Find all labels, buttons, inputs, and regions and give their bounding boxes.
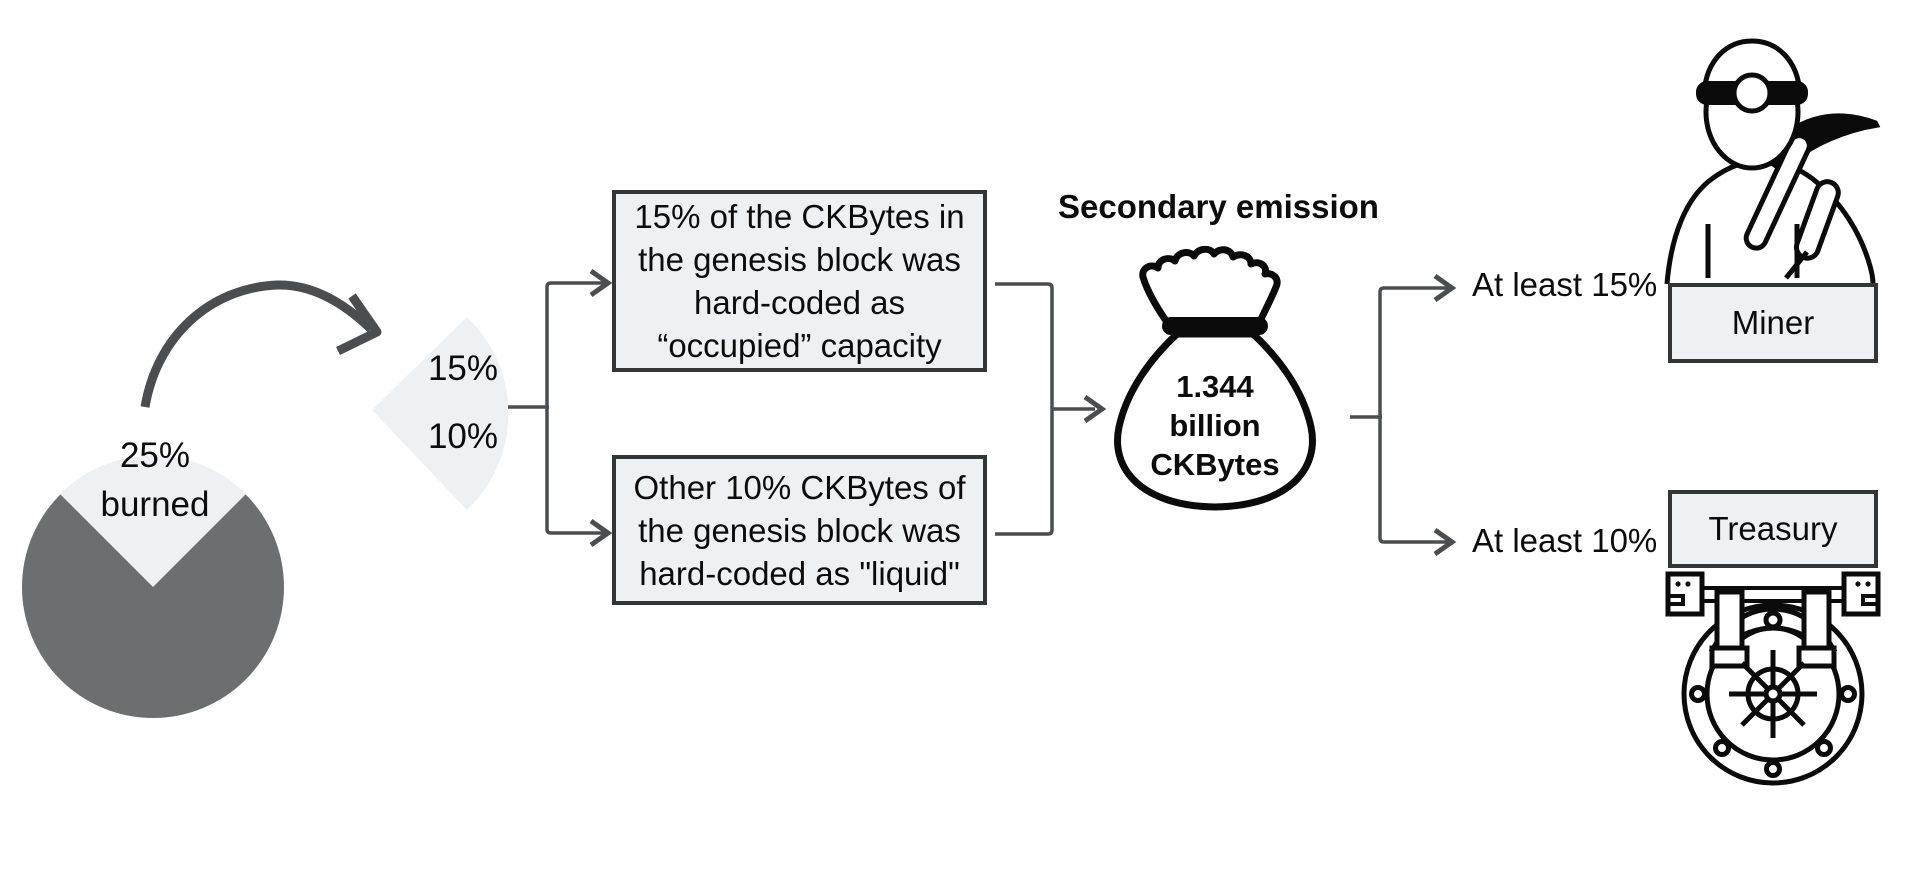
occupied-line: the genesis block was xyxy=(638,241,961,278)
occupied-line: hard-coded as xyxy=(694,284,905,321)
vault-bolt xyxy=(1764,760,1782,778)
miner-share-label: At least 15% xyxy=(1472,266,1658,303)
vault-bolt xyxy=(1839,685,1857,703)
arrowhead-icon xyxy=(589,518,613,548)
money-bag-icon xyxy=(1114,245,1316,511)
connector-lines xyxy=(508,281,1448,544)
bag-amount: 1.344 billion CKBytes xyxy=(1130,367,1300,484)
bracket-dot xyxy=(1675,581,1681,587)
money-bag-body xyxy=(1114,330,1316,511)
bag-amount-line3: CKBytes xyxy=(1150,447,1280,482)
occupied-line: 15% of the CKBytes in xyxy=(634,198,965,235)
miner-torso-right xyxy=(1782,161,1876,285)
curved-arrow-icon xyxy=(140,280,382,408)
bracket-dot xyxy=(1865,581,1871,587)
fan-label-15: 15% xyxy=(427,349,499,388)
vault-rail xyxy=(1684,586,1862,603)
bracket-dot xyxy=(1855,581,1861,587)
miner-helmet xyxy=(1701,38,1803,95)
treasury-share-label: At least 10% xyxy=(1472,522,1658,559)
arrowhead-icons xyxy=(589,268,1457,557)
pie-burned-label-line2: burned xyxy=(100,485,210,524)
treasury-box-label: Treasury xyxy=(1708,510,1838,547)
occupied-line: “occupied” capacity xyxy=(657,327,942,364)
vault-hanger-foot-right xyxy=(1796,645,1837,669)
bag-amount-line1: 1.344 xyxy=(1176,369,1254,404)
wheel-rim xyxy=(1745,666,1801,722)
bracket-notch-right xyxy=(1861,594,1878,606)
bag-amount-line2: billion xyxy=(1169,408,1261,443)
bracket-dot xyxy=(1685,581,1691,587)
arrowhead-icon xyxy=(589,268,613,298)
arrowhead-icon xyxy=(1083,394,1107,424)
genesis-box-occupied: 15% of the CKBytes in the genesis block … xyxy=(612,190,987,372)
arrowhead-icon xyxy=(1433,527,1457,557)
wheel-hub xyxy=(1763,684,1783,704)
miner-box: Miner xyxy=(1668,283,1878,363)
money-bag-top xyxy=(1139,245,1281,336)
bracket-notch-left xyxy=(1668,594,1685,606)
miner-icon xyxy=(1664,38,1881,285)
pie-burned-label: 25% burned xyxy=(35,431,275,529)
vault-hanger-right xyxy=(1801,589,1832,657)
connector-left-bracket xyxy=(545,281,605,535)
vault-hanger-left xyxy=(1714,589,1745,657)
miner-hand xyxy=(1793,179,1841,261)
pie-chart xyxy=(22,455,284,718)
miner-box-label: Miner xyxy=(1731,304,1815,341)
liquid-line: the genesis block was xyxy=(638,511,961,549)
secondary-emission-title: Secondary emission xyxy=(1058,188,1379,225)
vault-icon xyxy=(1665,571,1881,786)
arrowhead-icon xyxy=(1433,273,1457,303)
fan-label-10: 10% xyxy=(427,417,499,456)
vault-hanger-foot-left xyxy=(1709,645,1750,669)
pickaxe-handle xyxy=(1743,133,1812,251)
liquid-line: Other 10% CKBytes of xyxy=(633,468,966,506)
money-bag-tie xyxy=(1162,317,1268,335)
vault-top-bolt xyxy=(1763,610,1783,630)
liquid-line: hard-coded as "liquid" xyxy=(639,554,960,592)
treasury-box: Treasury xyxy=(1668,490,1878,568)
fan-wedge xyxy=(372,317,509,510)
vault-bolt xyxy=(1713,739,1731,757)
miner-inner-arm xyxy=(1784,250,1809,280)
connector-split-bracket xyxy=(1378,286,1448,544)
genesis-box-liquid: Other 10% CKBytes of the genesis block w… xyxy=(612,455,987,605)
pie-burned-slice xyxy=(60,455,246,587)
connector-merge-bracket xyxy=(995,282,1054,536)
vault-bolt xyxy=(1815,739,1833,757)
miner-headlamp xyxy=(1731,72,1773,114)
vault-bolt xyxy=(1689,685,1707,703)
pie-burned-label-line1: 25% xyxy=(119,436,191,475)
